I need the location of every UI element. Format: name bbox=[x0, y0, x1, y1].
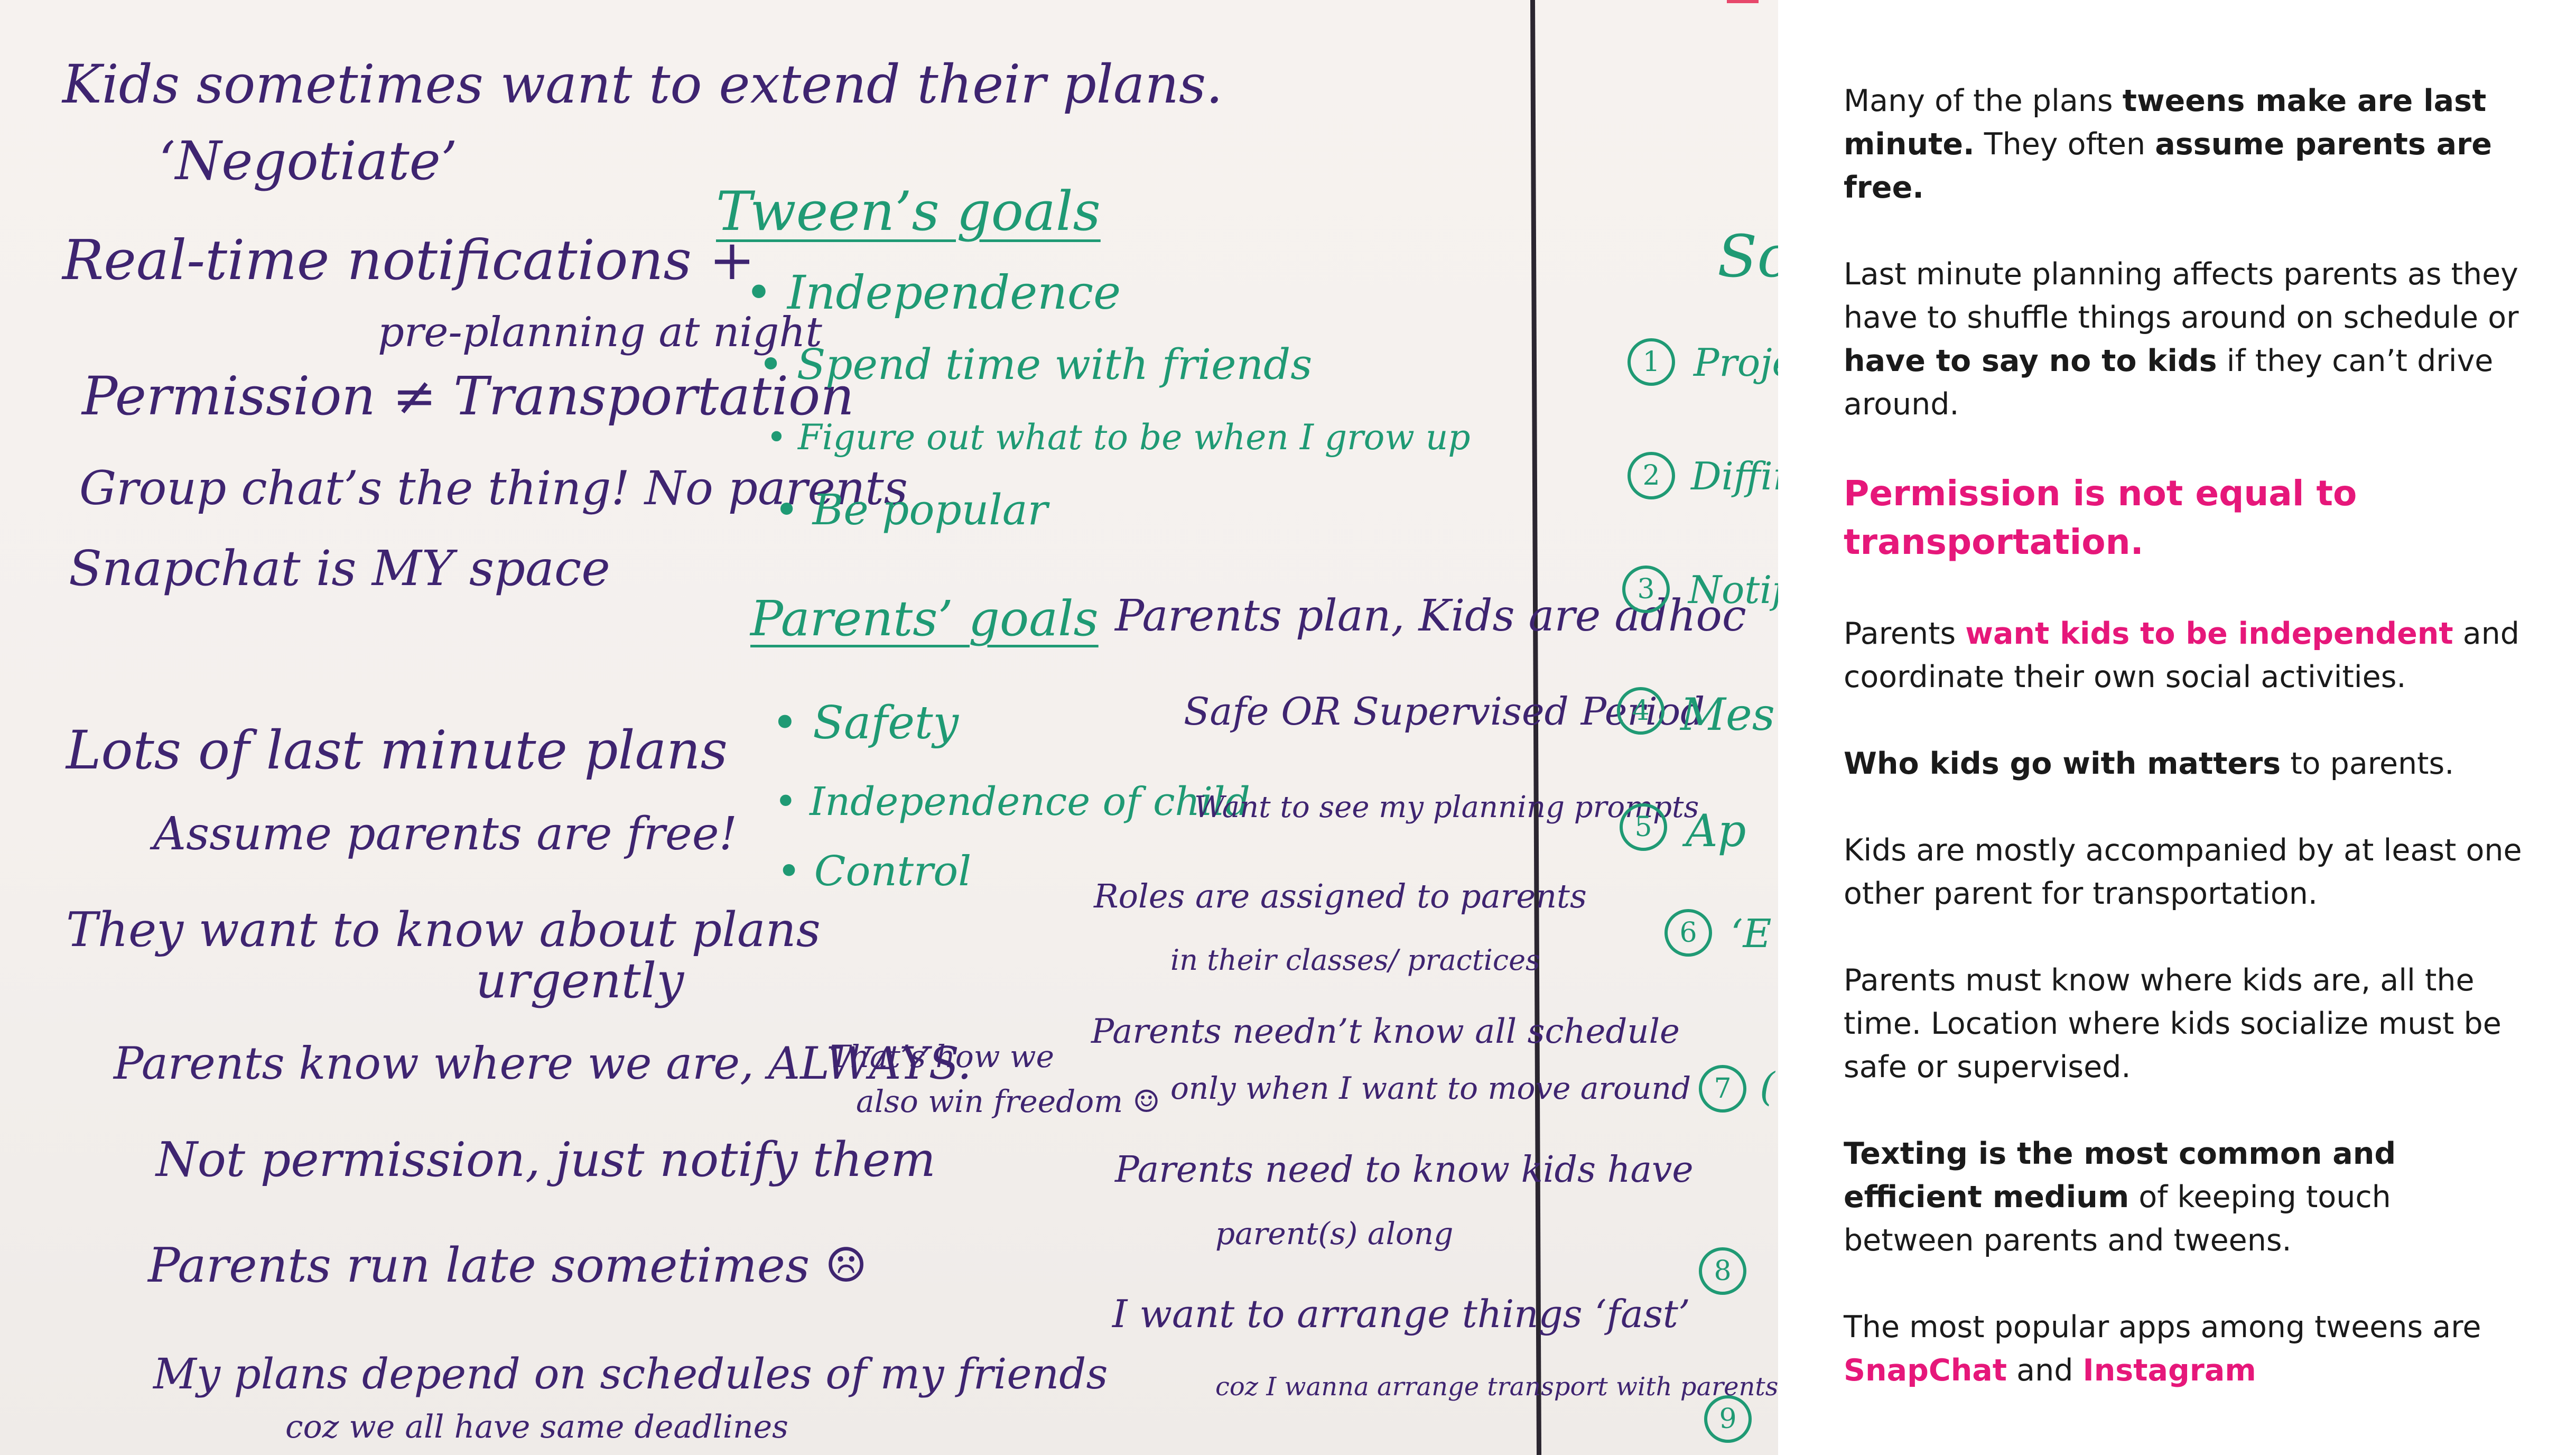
scenario-number: 7 bbox=[1699, 1065, 1746, 1113]
insight-permission-heading: Permission is not equal to transportatio… bbox=[1844, 473, 2357, 562]
scenario-number: 1 bbox=[1628, 338, 1675, 386]
scenario-number: 9 bbox=[1704, 1395, 1752, 1443]
note-run-late: Parents run late sometimes ☹ bbox=[148, 1238, 868, 1293]
note-last-minute-plans: Lots of last minute plans bbox=[66, 719, 728, 781]
note-extend-plans: Kids sometimes want to extend their plan… bbox=[62, 53, 1223, 115]
scenario-fragment: Project bbox=[1694, 340, 1778, 385]
note-classes-practices: in their classes/ practices bbox=[1170, 943, 1540, 977]
scenario-fragment: Mes bbox=[1680, 689, 1775, 740]
note-know-about-plans: They want to know about plans bbox=[66, 902, 821, 958]
tween-goals-heading: Tween’s goals bbox=[716, 180, 1101, 243]
scenario-number: 8 bbox=[1699, 1247, 1746, 1295]
note-notify-them: Not permission, just notify them bbox=[156, 1132, 936, 1188]
insight-location: Parents must know where kids are, all th… bbox=[1844, 963, 2501, 1085]
note-permission-transport: Permission ≠ Transportation bbox=[82, 365, 854, 427]
insight-texting: Texting is the most common and efficient… bbox=[1844, 1136, 2396, 1258]
note-plans-depend: My plans depend on schedules of my frien… bbox=[153, 1349, 1108, 1398]
tween-goal-item: • Be popular bbox=[774, 485, 1048, 534]
note-same-deadlines: coz we all have same deadlines bbox=[285, 1408, 788, 1445]
scenario-fragment: Diffint bbox=[1691, 454, 1778, 498]
note-move-around: only when I want to move around bbox=[1170, 1070, 1691, 1106]
insight-independent: Parents want kids to be independent and … bbox=[1844, 616, 2519, 694]
note-group-chat: Group chat’s the thing! No parents bbox=[79, 461, 908, 515]
note-assume-free: Assume parents are free! bbox=[153, 808, 738, 860]
note-thats-how: That’s how we bbox=[830, 1039, 1054, 1074]
scenario-number: 6 bbox=[1664, 909, 1712, 957]
insights-panel: Many of the plans tweens make are last m… bbox=[1778, 0, 2576, 1455]
note-preplanning: pre-planning at night bbox=[378, 309, 822, 356]
insight-accompanied: Kids are mostly accompanied by at least … bbox=[1844, 833, 2522, 911]
scenario-fragment: ‘E bbox=[1731, 911, 1772, 957]
note-realtime-notifications: Real-time notifications + bbox=[62, 228, 756, 292]
insight-last-minute: Many of the plans tweens make are last m… bbox=[1844, 84, 2492, 205]
insight-shuffle-schedule: Last minute planning affects parents as … bbox=[1844, 257, 2519, 422]
parent-goal-item: • Control bbox=[777, 848, 972, 895]
note-arrange-fast: I want to arrange things ‘fast’ bbox=[1112, 1292, 1690, 1336]
note-parents-know: Parents know where we are, ALWAYS. bbox=[114, 1037, 972, 1089]
note-win-freedom: also win freedom ☺ bbox=[856, 1083, 1160, 1119]
scenarios-heading: Sce bbox=[1717, 223, 1778, 290]
insight-popular-apps: The most popular apps among tweens are S… bbox=[1844, 1310, 2481, 1388]
board-edge-marker bbox=[1727, 0, 1759, 3]
parent-goal-item: • Independence of child bbox=[774, 779, 1250, 824]
tween-goal-item: • Spend time with friends bbox=[758, 340, 1313, 389]
scenario-fragment: ( bbox=[1760, 1064, 1775, 1110]
parents-goals-heading: Parents’ goals bbox=[750, 590, 1099, 647]
scenario-fragment: Ap bbox=[1686, 805, 1746, 857]
note-kids-have-parent: Parents need to know kids have bbox=[1115, 1149, 1694, 1191]
note-roles-assigned: Roles are assigned to parents bbox=[1094, 877, 1587, 915]
scenario-number: 2 bbox=[1628, 452, 1675, 499]
tween-goal-item: • Independence bbox=[745, 265, 1121, 320]
note-urgently: urgently bbox=[476, 952, 684, 1009]
note-negotiate: ‘Negotiate’ bbox=[159, 130, 458, 192]
scenario-number: 5 bbox=[1620, 803, 1667, 851]
scenario-number: 4 bbox=[1617, 687, 1664, 735]
whiteboard-photo: Kids sometimes want to extend their plan… bbox=[0, 0, 1778, 1455]
scenario-fragment: Notific bbox=[1688, 568, 1778, 612]
scenario-number: 3 bbox=[1622, 566, 1670, 613]
note-planning-prompts: Want to see my planning prompts bbox=[1194, 790, 1699, 824]
parent-goal-item: • Safety bbox=[771, 697, 959, 749]
insight-who-kids-go-with: Who kids go with matters to parents. bbox=[1844, 746, 2454, 781]
note-arrange-transport: coz I wanna arrange transport with paren… bbox=[1215, 1372, 1778, 1402]
note-parents-along: parent(s) along bbox=[1215, 1216, 1454, 1252]
note-needn-know: Parents needn’t know all schedule bbox=[1091, 1012, 1680, 1051]
tween-goal-item: • Figure out what to be when I grow up bbox=[766, 417, 1471, 458]
note-snapchat-space: Snapchat is MY space bbox=[69, 540, 610, 597]
